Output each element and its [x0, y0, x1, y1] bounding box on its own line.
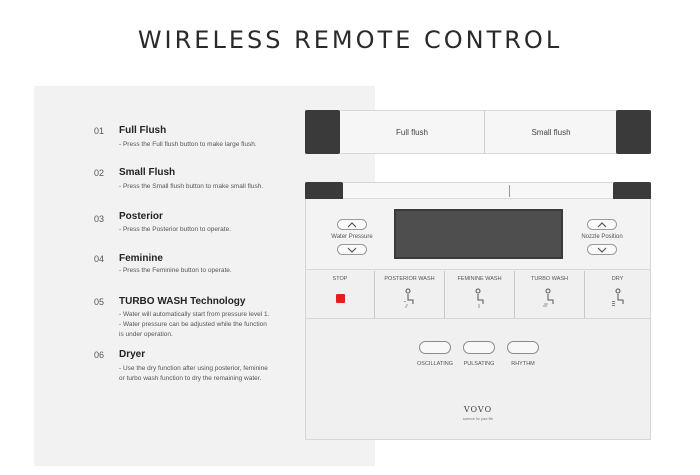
feminine-wash-icon: [472, 288, 488, 308]
dry-label: DRY: [611, 276, 624, 282]
turbo-wash-label: TURBO WASH: [530, 276, 569, 282]
feature-description: - Press the Small flush button to make s…: [119, 183, 264, 190]
small-flush-button[interactable]: Small flush: [486, 111, 616, 153]
remote-top-strip: [343, 183, 613, 199]
feminine-wash-label: FEMININE WASH: [457, 276, 502, 282]
remote-left-cap: [305, 182, 343, 199]
nozzle-position-down-button[interactable]: [587, 244, 617, 255]
feature-description: or turbo wash function to dry the remain…: [119, 375, 262, 382]
brand-tagline: science for your life: [462, 417, 494, 421]
posterior-wash-label: POSTERIOR WASH: [384, 276, 435, 282]
pulsating-label: PULSATING: [463, 361, 495, 367]
feature-description: - Use the dry function after using poste…: [119, 365, 268, 372]
feature-number: 05: [94, 297, 105, 307]
dry-icon: [610, 288, 626, 308]
rhythm-label: RHYTHM: [511, 361, 535, 367]
function-button-row: STOP POSTERIOR WASH FEMININE WASH TURBO …: [306, 271, 650, 319]
remote-top-notch: [509, 185, 510, 197]
brand-logo: VOVO: [463, 405, 493, 414]
stop-label: STOP: [332, 276, 348, 282]
oscillating-button[interactable]: [419, 341, 451, 354]
posterior-wash-button[interactable]: POSTERIOR WASH: [374, 271, 444, 319]
nozzle-position-label: Nozzle Position: [581, 234, 623, 240]
water-pressure-down-button[interactable]: [337, 244, 367, 255]
feature-number: 03: [94, 214, 105, 224]
chevron-down-icon: [347, 247, 357, 253]
full-flush-button[interactable]: Full flush: [340, 111, 485, 153]
page-title: WIRELESS REMOTE CONTROL: [137, 26, 563, 54]
feature-title: Small Flush: [119, 167, 176, 178]
flush-bar-right-cap: [616, 110, 651, 154]
feature-title: Dryer: [119, 349, 146, 360]
water-pressure-up-button[interactable]: [337, 219, 367, 230]
posterior-wash-icon: [402, 288, 418, 308]
remote-control-area: Water Pressure Nozzle Position: [306, 199, 650, 270]
flush-bar: Full flush Small flush: [305, 110, 651, 154]
chevron-up-icon: [347, 221, 357, 227]
stop-indicator-icon: [335, 294, 345, 303]
feminine-wash-button[interactable]: FEMININE WASH: [444, 271, 514, 319]
feature-description: - Press the Full flush button to make la…: [119, 141, 257, 148]
feature-title: Posterior: [119, 211, 163, 222]
feature-number: 06: [94, 350, 105, 360]
feature-description: - Press the Feminine button to operate.: [119, 267, 232, 274]
turbo-wash-icon: [542, 288, 558, 308]
water-pressure-label: Water Pressure: [331, 234, 373, 240]
feature-description: is under operation.: [119, 331, 173, 338]
feature-title: Full Flush: [119, 125, 167, 136]
feature-description: - Water pressure can be adjusted while t…: [119, 321, 267, 328]
lcd-display: [394, 209, 563, 259]
rhythm-button[interactable]: [507, 341, 539, 354]
feature-number: 02: [94, 168, 105, 178]
feature-description: - Water will automatically start from pr…: [119, 311, 270, 318]
nozzle-position-up-button[interactable]: [587, 219, 617, 230]
dry-button[interactable]: DRY: [584, 271, 650, 319]
feature-title: Feminine: [119, 253, 163, 264]
flush-bar-left-cap: [305, 110, 340, 154]
pulsating-button[interactable]: [463, 341, 495, 354]
feature-number: 04: [94, 254, 105, 264]
feature-description: - Press the Posterior button to operate.: [119, 226, 232, 233]
stop-button[interactable]: STOP: [306, 271, 374, 319]
chevron-up-icon: [597, 221, 607, 227]
turbo-wash-button[interactable]: TURBO WASH: [514, 271, 584, 319]
wireless-remote: Water Pressure Nozzle Position STOP POST…: [305, 182, 651, 440]
feature-title: TURBO WASH Technology: [119, 296, 246, 307]
chevron-down-icon: [597, 247, 607, 253]
remote-right-cap: [613, 182, 651, 199]
feature-number: 01: [94, 126, 105, 136]
oscillating-label: OSCILLATING: [417, 361, 453, 367]
